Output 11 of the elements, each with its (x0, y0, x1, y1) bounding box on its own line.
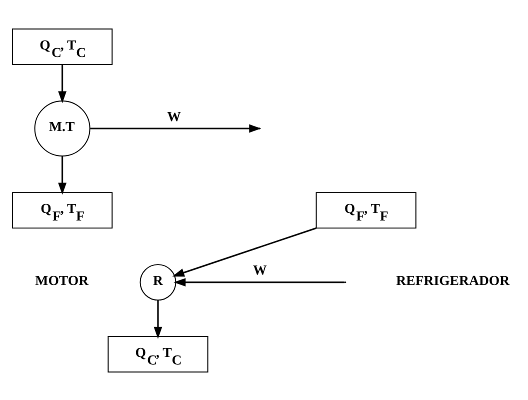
label: MOTOR (35, 272, 89, 288)
edge-label: W (252, 262, 267, 278)
arrow (172, 226, 316, 276)
arrow (154, 300, 162, 338)
arrow (58, 156, 67, 194)
edge-label: W (167, 108, 181, 124)
arrow (174, 278, 345, 286)
arrow (58, 64, 67, 103)
node-circle: M.T (34, 100, 90, 156)
label: REFRIGERADOR (396, 272, 510, 288)
node-circle: R (140, 264, 176, 300)
